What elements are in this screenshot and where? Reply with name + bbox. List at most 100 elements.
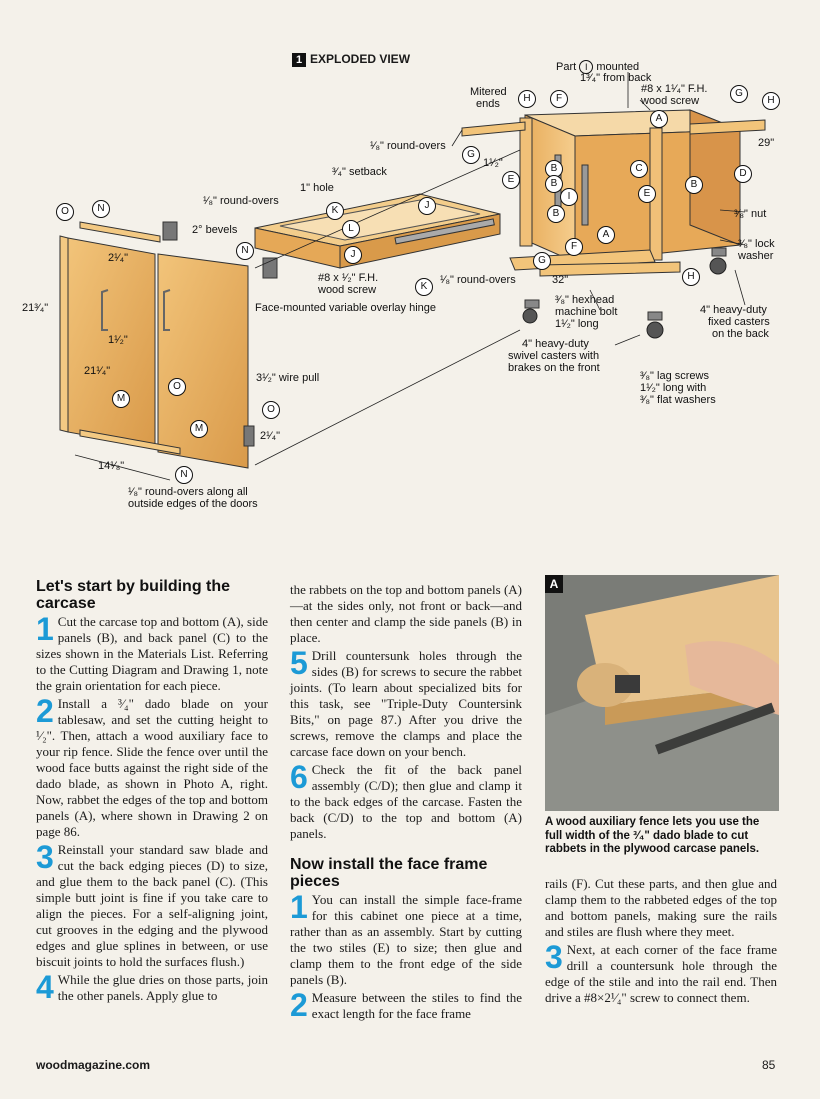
label-dim-21-25: 21¹⁄₄" [84, 365, 111, 377]
label-hole: 1" hole [300, 182, 334, 194]
label-wire-pull: 3¹⁄₂" wire pull [256, 372, 320, 384]
label-lag-screws: ³⁄₈" lag screws [640, 370, 709, 382]
label-part-i: Part I mounted [556, 60, 640, 74]
callout-n: N [92, 200, 110, 218]
label-dim-1-5: 1¹⁄₂" [483, 157, 503, 169]
label-wood-screw-1b: wood screw [641, 95, 700, 107]
photo-a: A [545, 575, 779, 811]
label-swivel-casters-2: swivel casters with [508, 350, 600, 362]
drawer-slide-bottom [394, 218, 495, 245]
label-fixed-casters: 4" heavy-duty [700, 304, 767, 316]
label-fixed-casters-3: on the back [712, 328, 769, 340]
callout-l: L [342, 220, 360, 238]
label-dim-1-5-b: 1¹⁄₂" [108, 334, 128, 346]
face-frame-stile-left [519, 117, 533, 247]
callout-g: G [462, 146, 480, 164]
label-nut: ³⁄₈" nut [734, 208, 767, 220]
callout-k: K [326, 202, 344, 220]
label-dim-32: 32" [552, 274, 569, 286]
label-swivel-casters: 4" heavy-duty [522, 338, 589, 350]
hinge [162, 221, 178, 241]
callout-b: B [547, 205, 565, 223]
caster-swivel [646, 311, 664, 339]
callout-g: G [533, 252, 551, 270]
callout-m: M [190, 420, 208, 438]
label-door-roundovers-2: outside edges of the doors [128, 498, 258, 510]
exploded-view-illustration [59, 72, 766, 481]
footer-site: woodmagazine.com [36, 1058, 151, 1072]
callout-f: F [565, 238, 583, 256]
label-setback: ³⁄₄" setback [332, 166, 387, 178]
callout-o: O [56, 203, 74, 221]
callout-e: E [502, 171, 520, 189]
article-column-2: the rabbets on the top and bottom panels… [290, 582, 522, 1024]
door-top-edge [79, 221, 161, 243]
label-roundovers-3: ¹⁄₈" round-overs [440, 274, 516, 286]
label-wood-screw-2: #8 x ¹⁄₂" F.H. [318, 272, 379, 284]
callout-b: B [545, 175, 563, 193]
callout-h: H [682, 268, 700, 286]
label-lock: ³⁄₈" lock [738, 238, 775, 250]
label-lag-screws-3: ³⁄₈" flat washers [640, 394, 716, 406]
callout-m: M [112, 390, 130, 408]
door-bottom-edge [79, 429, 181, 455]
label-lag-screws-2: 1¹⁄₂" long with [640, 382, 707, 394]
label-wood-screw-2b: wood screw [318, 284, 377, 296]
label-wood-screw-1: #8 x 1¹⁄₄" F.H. [641, 83, 708, 95]
caster-swivel [522, 299, 540, 324]
callout-f: F [550, 90, 568, 108]
hinge [243, 425, 255, 447]
label-dim-14-125: 14¹⁄₈" [98, 460, 125, 472]
continued-paragraph: rails (F). Cut these parts, and then glu… [545, 876, 777, 939]
label-ends: ends [476, 98, 500, 110]
rail-h [689, 119, 766, 135]
caster-fixed [709, 247, 727, 275]
article-column-3: rails (F). Cut these parts, and then glu… [545, 876, 777, 1008]
label-hex-bolt-2: machine bolt [555, 306, 618, 318]
section-heading: Let's start by building the carcase [36, 578, 231, 612]
drawer-slide [581, 164, 589, 226]
callout-k: K [415, 278, 433, 296]
label-dim-29: 29" [758, 137, 775, 149]
callout-c: C [630, 160, 648, 178]
callout-e: E [638, 185, 656, 203]
label-door-roundovers: ¹⁄₈" round-overs along all [128, 486, 248, 498]
label-hinge: Face-mounted variable overlay hinge [255, 302, 436, 314]
label-dim-21-75: 21³⁄₄" [22, 302, 49, 314]
photo-caption: A wood auxiliary fence lets you use the … [545, 816, 760, 855]
callout-a: A [650, 110, 668, 128]
callout-o: O [168, 378, 186, 396]
photo-badge: A [545, 575, 563, 593]
callout-g: G [730, 85, 748, 103]
label-washer: washer [738, 250, 774, 262]
wire-pull [163, 289, 171, 331]
label-hex-bolt: ³⁄₈" hexhead [555, 294, 615, 306]
callout-j: J [418, 197, 436, 215]
callout-j: J [344, 246, 362, 264]
wire-pull [101, 289, 109, 331]
callout-d: D [734, 165, 752, 183]
label-mitered: Mitered [470, 86, 507, 98]
label-bevels: 2° bevels [192, 224, 238, 236]
door-edge-strip [59, 235, 69, 433]
rail-g [461, 121, 526, 137]
label-fixed-casters-2: fixed casters [708, 316, 770, 328]
section-heading: Now install the face frame pieces [290, 856, 488, 890]
label-roundovers-2: ¹⁄₈" round-overs [203, 195, 279, 207]
door-right [157, 253, 249, 469]
callout-o: O [262, 401, 280, 419]
continued-paragraph: the rabbets on the top and bottom panels… [290, 582, 522, 645]
label-hex-bolt-3: 1¹⁄₂" long [555, 318, 599, 330]
callout-h: H [518, 90, 536, 108]
label-dim-2-25-b: 2¹⁄₄" [260, 430, 281, 442]
